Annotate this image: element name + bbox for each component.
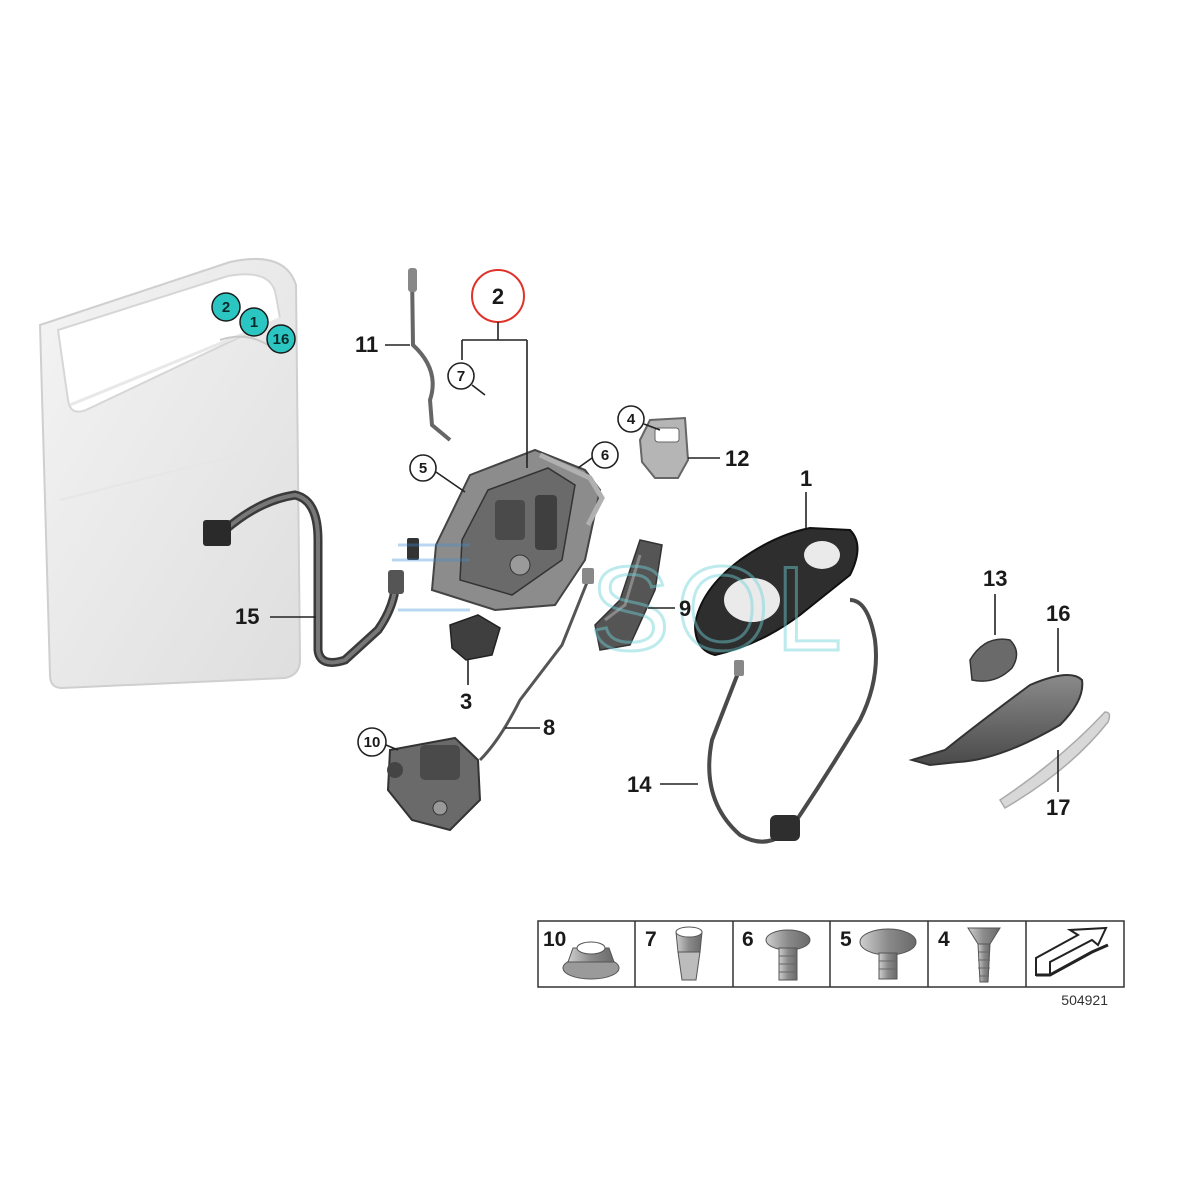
svg-text:10: 10 [543,928,566,951]
part-9-bracket [594,539,663,651]
callout-2: 2 [461,269,528,468]
watermark-text: SOL [590,542,848,676]
svg-text:4: 4 [627,411,636,428]
part-11-lock-rod [408,268,452,442]
svg-text:7: 7 [457,368,465,385]
collar-screw-icon [859,928,917,980]
forward-arrow-icon [1035,926,1109,977]
callout-3: 3 [460,660,472,714]
svg-text:3: 3 [460,689,472,714]
part-8-cable [478,568,594,762]
svg-text:1: 1 [800,466,812,491]
svg-text:6: 6 [601,447,609,464]
svg-text:2: 2 [492,284,504,309]
callout-4: 4 [617,405,661,433]
svg-text:7: 7 [645,928,657,951]
part-2-door-lock-assembly [430,448,605,612]
part-13-cap [969,638,1018,682]
part-3-lock-component [449,614,501,661]
callout-1: 1 [800,466,812,528]
door-marker-16-label: 16 [273,331,290,348]
callout-11: 11 [355,332,410,357]
diagram-reference-number: 504921 [1061,992,1108,1008]
hardware-cell-5: 5 [840,928,917,980]
hardware-cell-4: 4 [938,927,1001,983]
torx-screw-icon [765,929,811,981]
part-10-actuator [386,736,482,832]
svg-text:5: 5 [840,928,852,951]
part-14-cable [707,598,878,844]
svg-text:4: 4 [938,928,950,951]
flange-nut-icon [562,941,620,980]
svg-text:12: 12 [725,446,749,471]
hardware-cell-6: 6 [742,928,811,981]
door-marker-2: 2 [211,292,241,322]
svg-text:16: 16 [1046,601,1070,626]
callout-9: 9 [648,596,691,621]
svg-text:9: 9 [679,596,691,621]
callout-8: 8 [505,715,555,740]
door-marker-16: 16 [266,324,296,354]
callout-15: 15 [235,604,316,629]
part-16-outer-handle [908,674,1084,767]
callout-16: 16 [1046,601,1070,672]
callout-5: 5 [409,454,466,493]
expanding-nut-icon [675,926,703,981]
callout-10: 10 [357,727,399,757]
door-marker-2-label: 2 [222,299,230,316]
callout-17: 17 [1046,750,1070,820]
svg-text:14: 14 [627,772,652,797]
svg-text:13: 13 [983,566,1007,591]
watermark: SOL [392,541,848,678]
callout-14: 14 [627,772,698,797]
part-12-striker [638,416,690,479]
svg-text:8: 8 [543,715,555,740]
hardware-cell-10: 10 [543,928,620,980]
part-1-handle-carrier [693,526,859,657]
svg-text:6: 6 [742,928,754,951]
callout-7: 7 [447,362,486,396]
svg-text:17: 17 [1046,795,1070,820]
hardware-cell-7: 7 [645,926,703,981]
part-15-wiring-harness [203,490,419,667]
svg-text:15: 15 [235,604,259,629]
door-marker-1-label: 1 [250,314,258,331]
callout-6: 6 [577,441,619,469]
svg-text:11: 11 [355,332,378,357]
hardware-table: 10 7 6 5 [537,920,1125,988]
svg-text:5: 5 [419,460,427,477]
part-17-handle-trim [998,711,1111,810]
callout-13: 13 [983,566,1007,635]
door-marker-1: 1 [239,307,269,337]
callout-12: 12 [688,446,749,471]
svg-text:10: 10 [364,734,381,751]
countersunk-screw-icon [967,927,1001,983]
